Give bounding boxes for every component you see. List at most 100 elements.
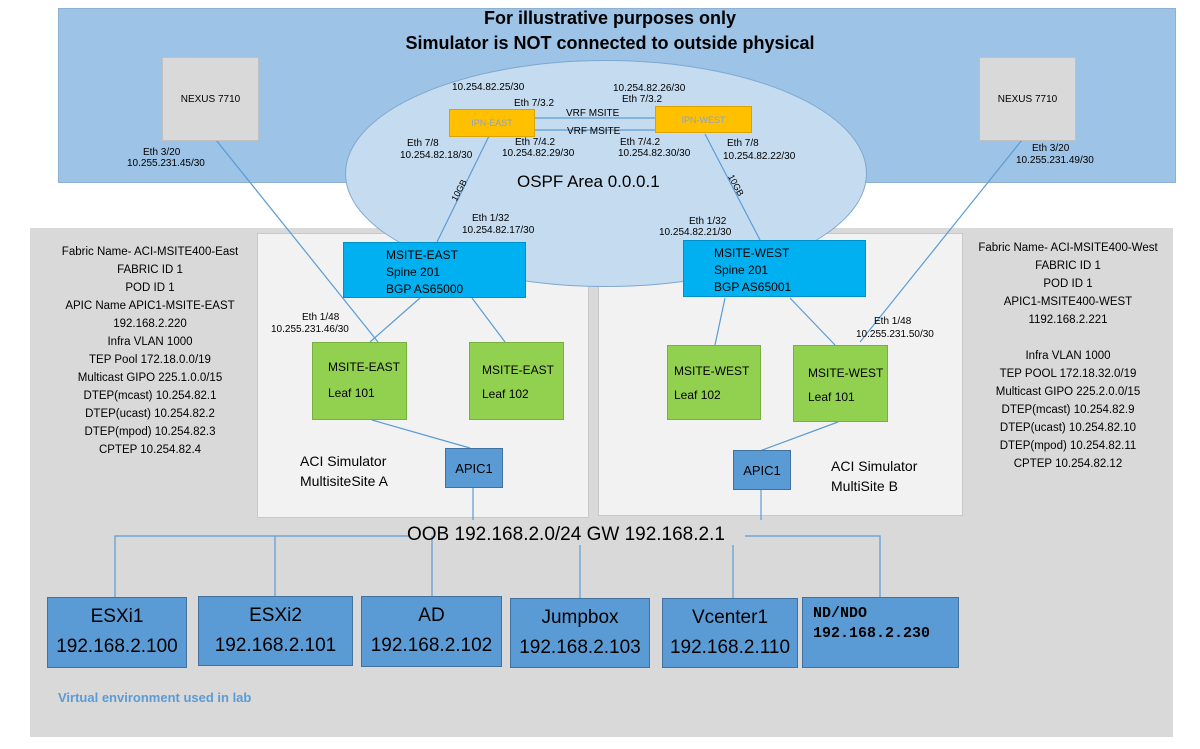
leaf-east-102-name: MSITE-EAST xyxy=(482,363,555,377)
server-ad-ip: 192.168.2.102 xyxy=(370,635,493,656)
site-b-caption: ACI Simulator MultiSite B xyxy=(831,456,917,496)
ipn-east-label: IPN-EAST xyxy=(471,118,513,128)
apic-site-a: APIC1 xyxy=(445,448,503,488)
west-eth73: Eth 7/3.2 xyxy=(622,94,663,105)
spine-east: MSITE-EAST Spine 201 BGP AS65000 xyxy=(343,242,526,298)
spine-west: MSITE-WEST Spine 201 BGP AS65001 xyxy=(683,240,866,297)
fabric-east-line: APIC Name APIC1-MSITE-EAST xyxy=(65,300,235,312)
spine-west-bgp: BGP AS65001 xyxy=(714,280,792,294)
fabric-east-line: Infra VLAN 1000 xyxy=(107,336,193,348)
leaf-west-101-id: Leaf 101 xyxy=(808,390,855,404)
east-eth73: Eth 7/3.2 xyxy=(514,98,555,109)
server-esxi1-ip: 192.168.2.100 xyxy=(56,636,178,657)
nexus-left-port: Eth 3/20 xyxy=(143,147,181,158)
fabric-west-line: Fabric Name- ACI-MSITE400-West xyxy=(978,242,1158,254)
east-spine-ip: 10.254.82.17/30 xyxy=(462,225,535,236)
nexus-left: NEXUS 7710 xyxy=(162,57,259,141)
oob-bus-right xyxy=(745,535,881,597)
ospf-area-label: OSPF Area 0.0.0.1 xyxy=(517,172,660,191)
fabric-east-line: POD ID 1 xyxy=(125,282,175,294)
server-nd-ndo-name: ND/NDO xyxy=(813,605,868,622)
server-nd-ndo-ip: 192.168.2.230 xyxy=(813,625,931,642)
fabric-east-line: TEP Pool 172.18.0.0/19 xyxy=(89,354,211,366)
fabric-east-line: DTEP(mpod) 10.254.82.3 xyxy=(84,426,216,438)
east-ip-top: 10.254.82.25/30 xyxy=(452,82,525,93)
server-jumpbox-ip: 192.168.2.103 xyxy=(519,637,641,658)
server-esxi1-name: ESXi1 xyxy=(90,606,144,627)
oob-bus-left xyxy=(114,535,410,597)
leaf-east-101: MSITE-EAST Leaf 101 xyxy=(312,342,407,420)
fabric-west-line: Infra VLAN 1000 xyxy=(1025,350,1111,362)
link-ipn-west-spine xyxy=(704,133,761,241)
leaf-west-102: MSITE-WEST Leaf 102 xyxy=(667,345,761,420)
server-esxi2-ip: 192.168.2.101 xyxy=(214,635,337,656)
fabric-east-line: FABRIC ID 1 xyxy=(117,264,183,276)
site-b-leaf-port: Eth 1/48 xyxy=(874,316,912,327)
west-ip-78: 10.254.82.22/30 xyxy=(723,151,796,162)
west-spine-ip: 10.254.82.21/30 xyxy=(659,227,732,238)
spine-west-name: MSITE-WEST xyxy=(714,246,790,260)
title-line-1: For illustrative purposes only xyxy=(483,8,737,28)
ipn-east-router: IPN-EAST xyxy=(449,109,535,137)
site-b-caption-line1: ACI Simulator xyxy=(831,458,918,474)
server-ad: AD 192.168.2.102 xyxy=(361,596,502,667)
ipn-west-router: IPN-WEST xyxy=(655,106,752,133)
apic-site-b: APIC1 xyxy=(733,450,791,490)
fabric-west-line: 1192.168.2.221 xyxy=(1028,314,1108,326)
spine-east-bgp: BGP AS65000 xyxy=(386,282,464,296)
server-esxi1: ESXi1 192.168.2.100 xyxy=(47,597,187,668)
west-spine-port: Eth 1/32 xyxy=(689,216,727,227)
server-jumpbox-name: Jumpbox xyxy=(541,607,619,628)
fabric-west-line: APIC1-MSITE400-WEST xyxy=(1003,296,1133,308)
fabric-west-line: DTEP(mpod) 10.254.82.11 xyxy=(999,440,1137,452)
site-a-caption-line1: ACI Simulator xyxy=(300,453,387,469)
server-esxi2: ESXi2 192.168.2.101 xyxy=(198,596,353,666)
spine-east-id: Spine 201 xyxy=(386,265,441,279)
server-vcenter1: Vcenter1 192.168.2.110 xyxy=(662,598,798,668)
site-b-leaf-ip: 10.255.231.50/30 xyxy=(856,329,934,340)
fabric-east-line: 192.168.2.220 xyxy=(113,318,187,330)
fabric-west-line: FABRIC ID 1 xyxy=(1035,260,1101,272)
link-nexus-right-leaf101 xyxy=(859,129,1031,343)
nexus-left-ip: 10.255.231.45/30 xyxy=(127,158,205,169)
fabric-west-line: Multicast GIPO 225.2.0.0/15 xyxy=(995,386,1141,398)
fabric-west-line: CPTEP 10.254.82.12 xyxy=(1013,458,1123,470)
fabric-east-line: Multicast GIPO 225.1.0.0/15 xyxy=(77,372,223,384)
nexus-left-label: NEXUS 7710 xyxy=(180,93,241,105)
apic-site-a-label: APIC1 xyxy=(455,460,493,476)
west-eth742: Eth 7/4.2 xyxy=(620,137,661,148)
fabric-west-line: TEP POOL 172.18.32.0/19 xyxy=(999,368,1137,380)
leaf-west-102-id: Leaf 102 xyxy=(674,388,721,402)
leaf-west-101-name: MSITE-WEST xyxy=(808,366,884,380)
fabric-west-info: Fabric Name- ACI-MSITE400-West FABRIC ID… xyxy=(963,239,1173,473)
leaf-east-101-name: MSITE-EAST xyxy=(328,360,401,374)
west-ip-top: 10.254.82.26/30 xyxy=(613,83,686,94)
link-leaf101-apic-a xyxy=(371,419,471,449)
spine-east-name: MSITE-EAST xyxy=(386,248,459,262)
site-a-leaf-port: Eth 1/48 xyxy=(302,312,340,323)
fabric-east-line: Fabric Name- ACI-MSITE400-East xyxy=(61,246,239,258)
link-spine-west-leaf102 xyxy=(714,297,726,346)
fabric-west-line xyxy=(963,329,1173,347)
ipn-west-label: IPN-WEST xyxy=(681,114,726,125)
west-eth78: Eth 7/8 xyxy=(727,138,759,149)
server-vcenter1-name: Vcenter1 xyxy=(691,607,769,628)
fabric-west-line: POD ID 1 xyxy=(1043,278,1093,290)
fabric-east-info: Fabric Name- ACI-MSITE400-East FABRIC ID… xyxy=(43,243,257,459)
server-ad-name: AD xyxy=(418,605,445,626)
link-spine-east-leaf101 xyxy=(369,297,421,343)
nexus-right: NEXUS 7710 xyxy=(979,57,1076,141)
server-esxi2-name: ESXi2 xyxy=(249,605,302,626)
link-spine-east-leaf102 xyxy=(471,297,506,343)
nexus-right-label: NEXUS 7710 xyxy=(997,93,1058,105)
vrf-label-1: VRF MSITE xyxy=(566,108,620,119)
east-eth78: Eth 7/8 xyxy=(407,138,439,149)
east-ip-78: 10.254.82.18/30 xyxy=(400,150,473,161)
leaf-west-102-name: MSITE-WEST xyxy=(674,364,750,378)
apic-site-b-label: APIC1 xyxy=(743,462,781,478)
link-ipn-east-spine xyxy=(436,133,491,243)
west-ip-742: 10.254.82.30/30 xyxy=(618,148,691,159)
fabric-east-line: DTEP(ucast) 10.254.82.2 xyxy=(85,408,215,420)
east-spine-port: Eth 1/32 xyxy=(472,213,510,224)
